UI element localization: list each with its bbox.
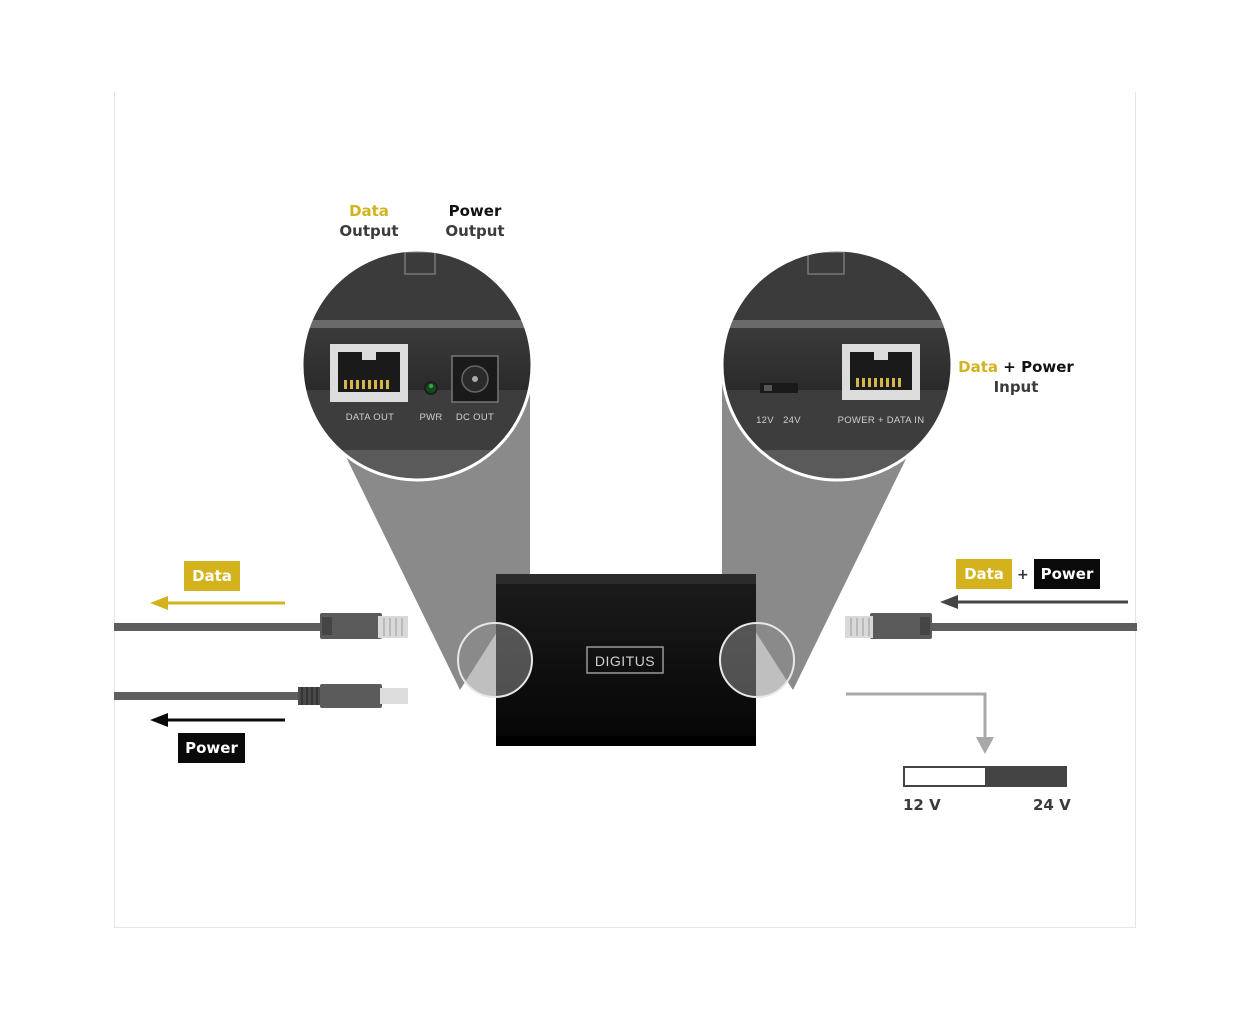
port-label-dc-out: DC OUT bbox=[456, 412, 494, 423]
data-tag: Data bbox=[184, 561, 240, 591]
left-data-cable bbox=[114, 613, 408, 639]
data-output-arrow bbox=[150, 596, 285, 610]
power-word: Power bbox=[1021, 358, 1074, 376]
data-word: Data bbox=[958, 358, 999, 376]
left-port-highlight bbox=[457, 622, 533, 698]
data-output-label: Data Output bbox=[335, 201, 403, 241]
switch-label-12v: 12V bbox=[756, 415, 774, 426]
voltage-switch-indicator bbox=[903, 766, 1067, 787]
input-word: Input bbox=[993, 378, 1039, 396]
input-data-tag: Data bbox=[956, 559, 1012, 589]
power-output-label: Power Output bbox=[440, 201, 510, 241]
voltage-pointer-arrow bbox=[846, 692, 994, 754]
right-port-highlight bbox=[719, 622, 795, 698]
right-zoom-view bbox=[722, 250, 952, 480]
port-label-data-out: DATA OUT bbox=[346, 412, 395, 423]
voltage-12v-label: 12 V bbox=[903, 796, 941, 814]
port-label-power-data-in: POWER + DATA IN bbox=[838, 415, 925, 426]
right-input-cable bbox=[845, 613, 1137, 639]
plus-sign: + bbox=[1003, 358, 1016, 376]
output-word: Output bbox=[445, 222, 505, 240]
power-word: Power bbox=[448, 202, 502, 220]
data-word: Data bbox=[349, 202, 389, 220]
left-power-cable bbox=[114, 684, 408, 708]
device-brand-logo: DIGITUS bbox=[595, 653, 655, 669]
poe-splitter-device bbox=[496, 574, 756, 746]
input-power-tag: Power bbox=[1034, 559, 1100, 589]
port-label-pwr: PWR bbox=[419, 412, 442, 423]
diagram-frame bbox=[114, 92, 1136, 928]
data-power-input-label: Data + Power Input bbox=[958, 357, 1074, 397]
output-word: Output bbox=[339, 222, 399, 240]
power-tag: Power bbox=[178, 733, 245, 763]
switch-label-24v: 24V bbox=[783, 415, 801, 426]
data-power-input-arrow bbox=[940, 595, 1128, 609]
voltage-24v-label: 24 V bbox=[1033, 796, 1071, 814]
power-output-arrow bbox=[150, 713, 285, 727]
input-plus-sign: + bbox=[1017, 567, 1029, 583]
